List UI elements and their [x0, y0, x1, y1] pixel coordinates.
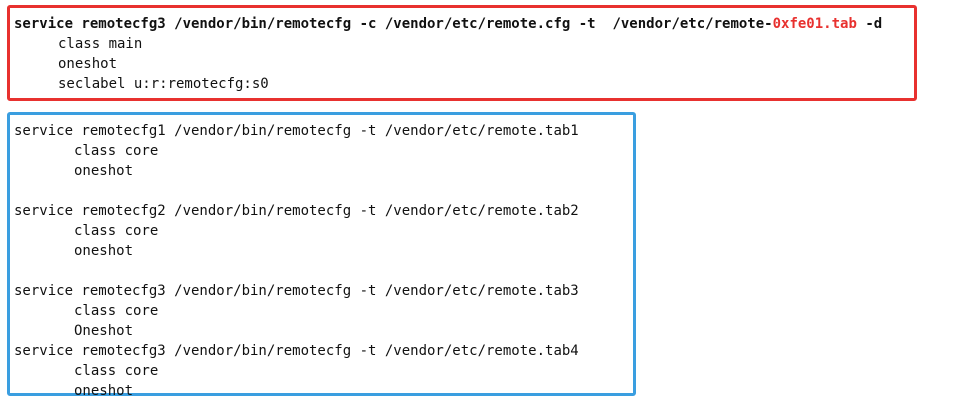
blank-line [14, 181, 633, 201]
seclabel-line: seclabel u:r:remotecfg:s0 [58, 76, 269, 92]
blank-line [14, 261, 633, 281]
class-line: class core [74, 143, 159, 159]
oneshot-line: oneshot [74, 383, 134, 399]
service-line: service remotecfg3 /vendor/bin/remotecfg… [14, 343, 579, 359]
service-line: service remotecfg3 /vendor/bin/remotecfg… [14, 14, 914, 34]
class-line: class core [74, 363, 159, 379]
service-list-block: service remotecfg1 /vendor/bin/remotecfg… [7, 112, 636, 399]
service-command-suffix: -d [856, 16, 883, 32]
service-line: service remotecfg3 /vendor/bin/remotecfg… [14, 283, 579, 299]
oneshot-line: oneshot [74, 163, 134, 179]
class-line: class core [74, 223, 159, 239]
service-line: service remotecfg1 /vendor/bin/remotecfg… [14, 123, 579, 139]
oneshot-line: oneshot [58, 56, 118, 72]
class-line: class core [74, 303, 159, 319]
table-filename-highlight: 0xfe01.tab [772, 16, 857, 32]
class-line: class main [58, 36, 143, 52]
service-line: service remotecfg2 /vendor/bin/remotecfg… [14, 203, 579, 219]
service-command-prefix: service remotecfg3 /vendor/bin/remotecfg… [14, 16, 773, 32]
oneshot-line: oneshot [74, 243, 134, 259]
oneshot-line: Oneshot [74, 323, 134, 339]
highlighted-config-block: service remotecfg3 /vendor/bin/remotecfg… [7, 5, 917, 101]
